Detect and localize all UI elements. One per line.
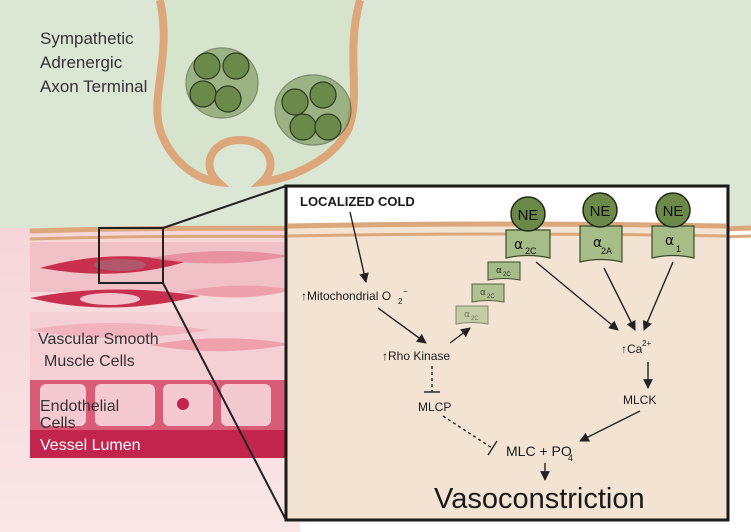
receptor-greek: α — [464, 310, 470, 320]
mlc-label: MLC + PO 4 — [506, 443, 573, 463]
lumen-label: Vessel Lumen — [40, 437, 141, 454]
inhibit-bar-mlc — [487, 440, 498, 456]
smooth-muscle-label-2: Muscle Cells — [44, 353, 135, 370]
mito-sup: − — [403, 287, 408, 296]
arrow-alpha1-to-ca — [642, 261, 674, 331]
zoom-connector-top — [162, 185, 287, 229]
arrow-cold-to-mito — [349, 211, 369, 283]
vasoconstriction-label: Vasoconstriction — [434, 483, 645, 515]
arrow-alpha2a-to-ca — [603, 267, 636, 331]
receptor-sub: 2C — [503, 272, 511, 278]
translocating-receptor: α 2C — [455, 305, 489, 325]
ne-ligand — [655, 192, 691, 228]
terminal-label-3: Axon Terminal — [40, 77, 147, 96]
arrow-rho-to-receptors — [449, 327, 471, 344]
receptor-greek: α — [514, 237, 523, 253]
receptor-sub: 2C — [471, 316, 479, 322]
mitochondrial-label: ↑Mitochondrial O 2 − — [301, 287, 408, 306]
mlc-text: MLC + PO — [506, 443, 572, 459]
mito-text: ↑Mitochondrial O — [301, 289, 391, 303]
rho-kinase-label: ↑Rho Kinase — [382, 349, 450, 363]
ca-text: ↑Ca — [621, 342, 643, 356]
endothelial-label-2: Cells — [40, 415, 76, 432]
receptor-greek: α — [665, 233, 674, 249]
receptor-sub: 2C — [487, 294, 495, 300]
mito-sub: 2 — [398, 297, 403, 306]
axon-terminal — [153, 0, 364, 188]
cold-label: LOCALIZED COLD — [300, 194, 415, 209]
receptor-greek: α — [480, 288, 486, 298]
mlck-label: MLCK — [623, 393, 656, 407]
pathway-arrows — [349, 211, 674, 481]
smooth-muscle-cell — [150, 338, 292, 352]
zoom-connector-bottom — [162, 282, 287, 521]
inhibit-mlcp-to-mlc — [442, 415, 493, 449]
receptor-alpha2a-membrane: NE α 2A — [579, 192, 623, 263]
endothelial-label-1: Endothelial — [40, 398, 119, 415]
ne-label: NE — [590, 203, 611, 220]
zoom-region-box — [98, 227, 164, 284]
receptor-greek: α — [496, 266, 502, 276]
translocating-receptor: α 2C — [471, 283, 505, 303]
translocating-receptor: α 2C — [487, 261, 521, 281]
smooth-muscle-cell — [30, 323, 210, 338]
receptor-alpha2c-membrane: NE α 2C — [505, 196, 551, 259]
ne-label: NE — [518, 207, 539, 224]
receptor-sub: 2A — [601, 246, 612, 256]
smooth-muscle-cell — [180, 285, 292, 298]
vesicle-cluster-right — [274, 74, 352, 146]
receptor-greek: α — [593, 235, 602, 251]
calcium-label: ↑Ca 2+ — [621, 339, 651, 356]
terminal-label-2: Adrenergic — [40, 53, 123, 72]
arrow-mlck-to-mlc — [579, 410, 641, 442]
terminal-label-1: Sympathetic — [40, 29, 134, 48]
receptor-sub: 1 — [676, 244, 681, 254]
vessel-cross-section — [30, 242, 292, 458]
receptor-alpha1-membrane: NE α 1 — [651, 192, 695, 259]
ne-ligand — [510, 196, 546, 232]
arrow-alpha2c-to-ca — [535, 261, 619, 331]
mlc-sub: 4 — [568, 453, 573, 463]
receptor-sub: 2C — [525, 246, 537, 256]
smooth-muscle-label-1: Vascular Smooth — [38, 331, 159, 348]
smooth-muscle-cell — [150, 250, 290, 264]
ne-label: NE — [663, 203, 684, 220]
vesicle-cluster-left — [185, 47, 259, 119]
ne-ligand — [582, 192, 618, 228]
mlcp-label: MLCP — [418, 400, 451, 414]
ca-sup: 2+ — [642, 339, 651, 348]
arrow-mito-to-rho — [377, 307, 427, 344]
